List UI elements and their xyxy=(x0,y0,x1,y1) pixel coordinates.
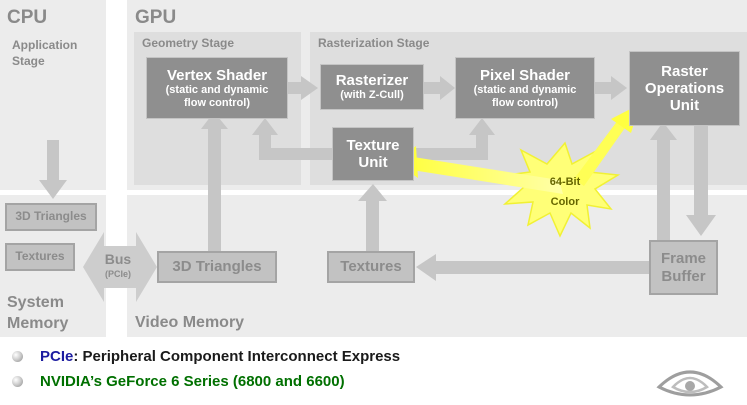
system-memory-label: System Memory xyxy=(7,294,69,332)
color-burst-label: 64-Bit Color xyxy=(549,176,581,208)
cpu-3d-triangles-box: 3D Triangles xyxy=(5,203,97,231)
cpu-textures-box: Textures xyxy=(5,243,75,271)
color-beam-left xyxy=(407,156,563,194)
raster-operations-unit-box: Raster Operations Unit xyxy=(629,51,740,126)
pixel-shader-box: Pixel Shader (static and dynamic flow co… xyxy=(455,57,595,119)
rasterization-stage-label: Rasterization Stage xyxy=(318,36,430,50)
cpu-header: CPU xyxy=(7,7,48,28)
bus-subtitle: (PCIe) xyxy=(104,269,131,279)
geometry-stage-label: Geometry Stage xyxy=(142,36,235,50)
gpu-header: GPU xyxy=(135,7,177,28)
video-textures-box: Textures xyxy=(327,251,415,283)
pixel-shader-title: Pixel Shader xyxy=(479,66,571,84)
bullet-geforce: NVIDIA’s GeForce 6 Series (6800 and 6600… xyxy=(12,373,345,390)
bullet-pcie-definition: : Peripheral Component Interconnect Expr… xyxy=(73,348,401,365)
color-beam-right xyxy=(574,120,627,186)
sphere-bullet-icon xyxy=(12,351,23,362)
bullet-geforce-text: NVIDIA’s GeForce 6 Series (6800 and 6600… xyxy=(40,373,345,390)
frame-buffer-box: Frame Buffer xyxy=(649,240,718,295)
application-stage-label: Application Stage xyxy=(12,38,78,68)
video-memory-label: Video Memory xyxy=(135,314,245,331)
video-3d-triangles-box: 3D Triangles xyxy=(157,251,277,283)
pixel-shader-subtitle: (static and dynamic flow control) xyxy=(473,83,577,109)
bus-arrow xyxy=(83,232,157,302)
bullet-pcie-term: PCIe xyxy=(40,348,74,365)
bullet-pcie: PCIe : Peripheral Component Interconnect… xyxy=(12,348,400,365)
rasterizer-subtitle: (with Z-Cull) xyxy=(340,89,404,102)
rasterizer-title: Rasterizer xyxy=(335,72,409,90)
texture-unit-box: Texture Unit xyxy=(332,127,414,181)
bus-title: Bus xyxy=(104,251,132,267)
bus-label: Bus (PCIe) xyxy=(96,251,140,279)
vertex-shader-box: Vertex Shader (static and dynamic flow c… xyxy=(146,57,288,119)
nvidia-eye-logo-icon xyxy=(656,370,724,397)
sphere-bullet-icon xyxy=(12,376,23,387)
vertex-shader-title: Vertex Shader xyxy=(166,66,268,84)
rasterizer-box: Rasterizer (with Z-Cull) xyxy=(320,64,424,110)
vertex-shader-subtitle: (static and dynamic flow control) xyxy=(165,83,269,109)
